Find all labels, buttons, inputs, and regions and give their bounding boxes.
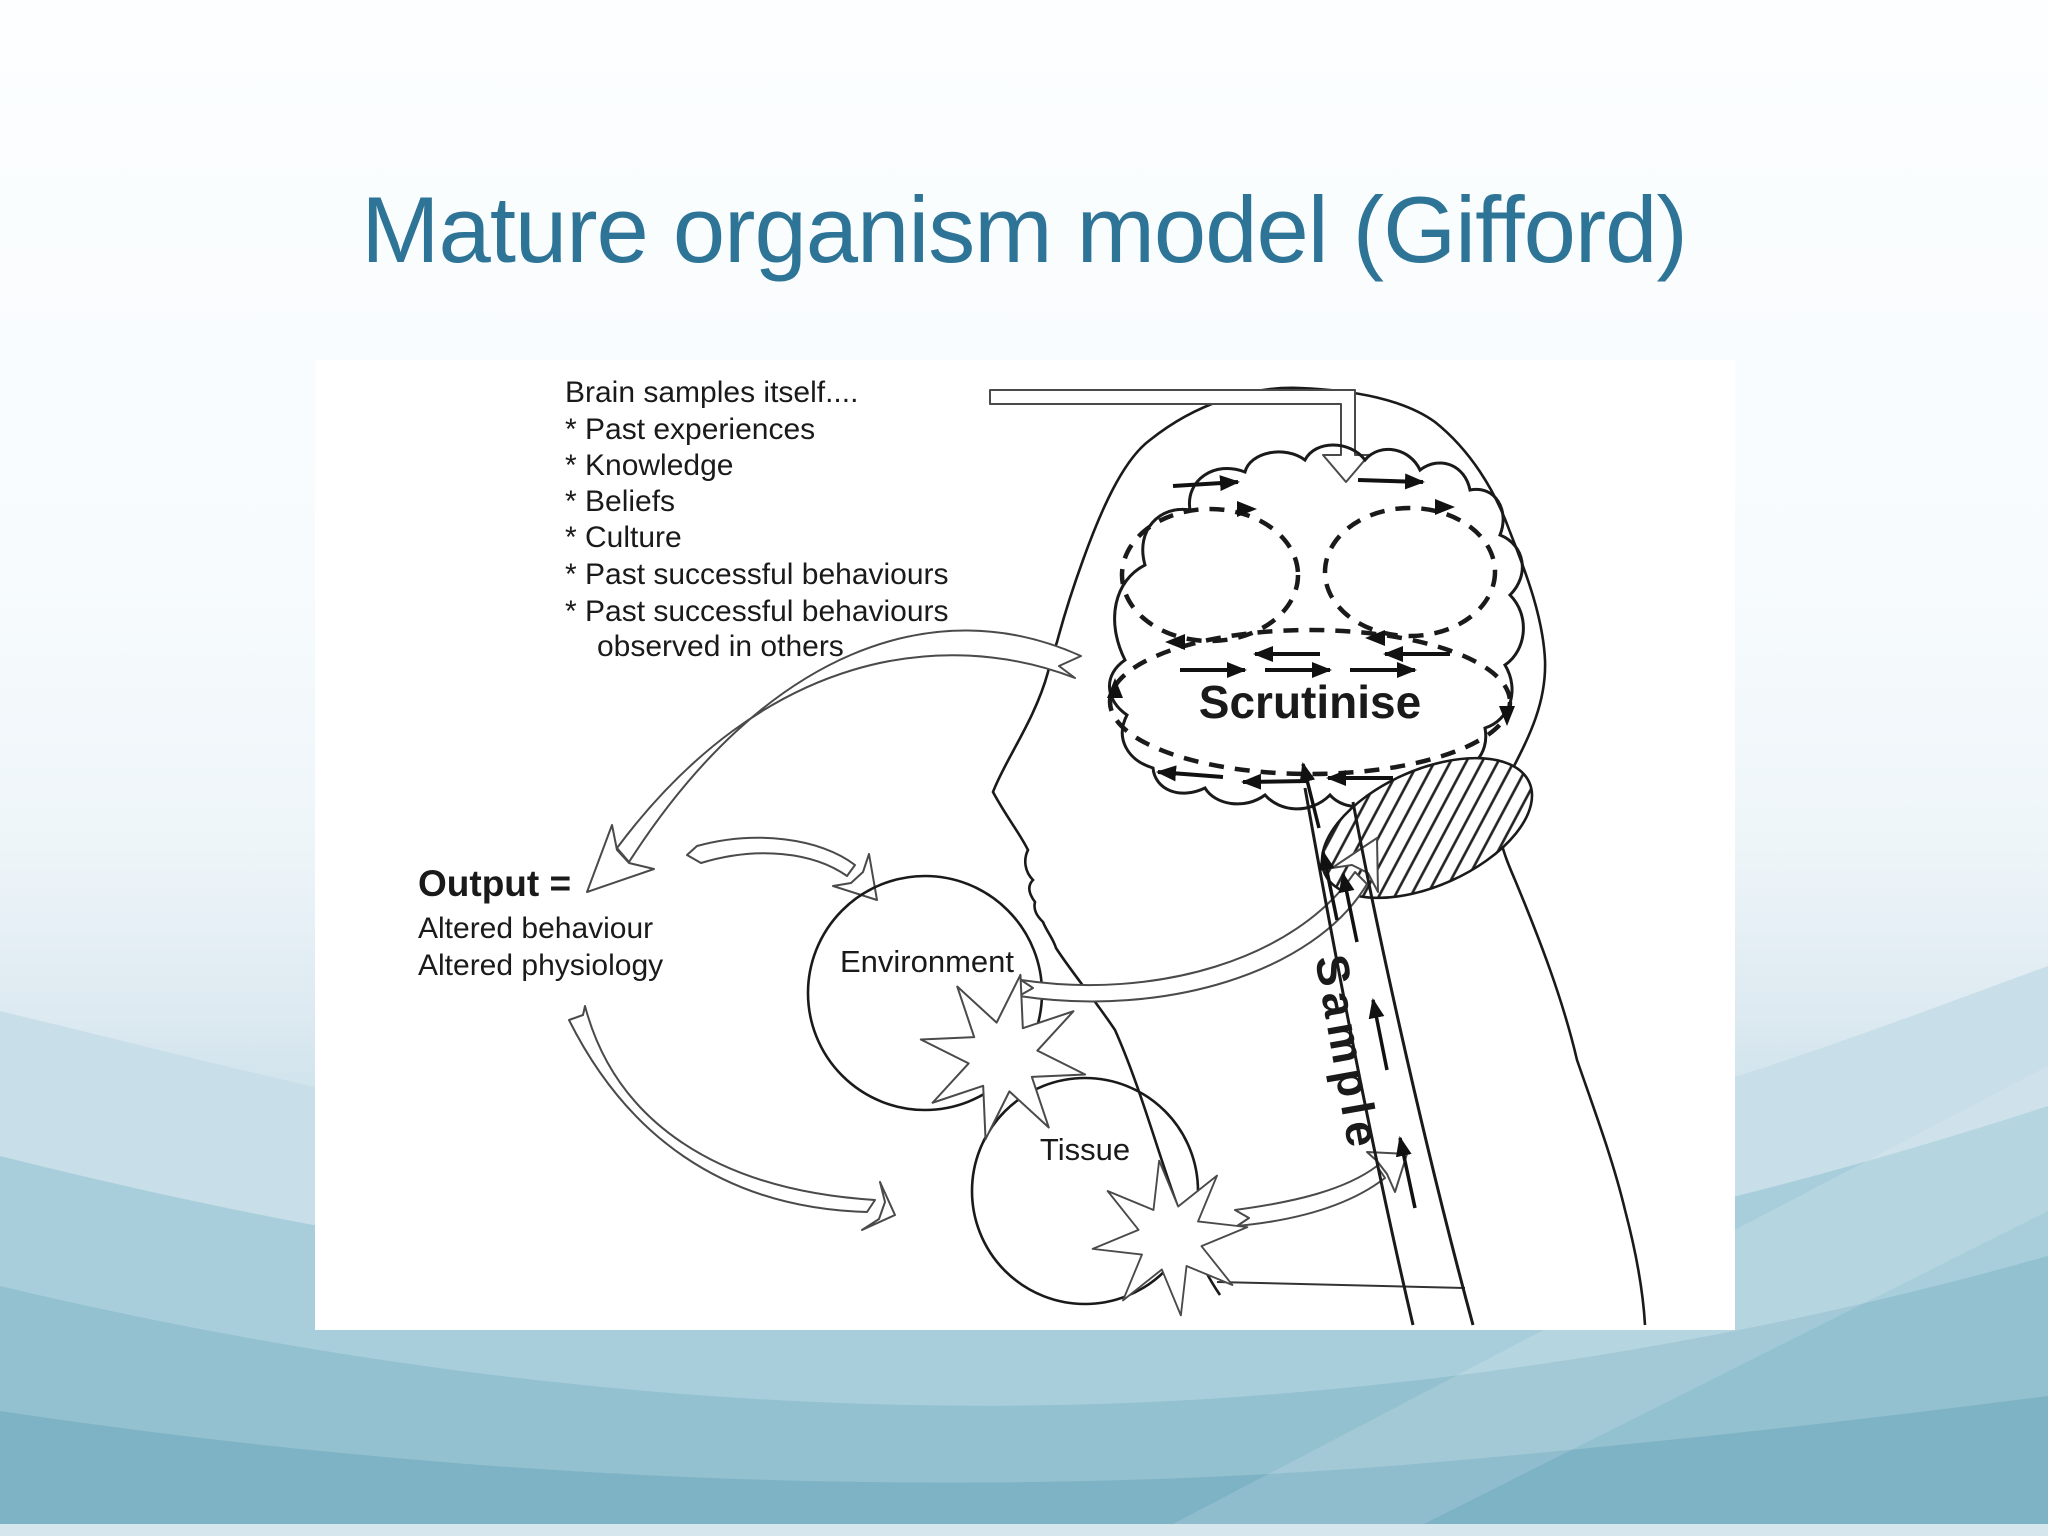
output-line: Altered behaviour: [418, 912, 653, 945]
environment-burst-star: [919, 973, 1087, 1141]
spinal-cord-up-arrows: [1299, 762, 1417, 1209]
note-line: * Past successful behaviours: [565, 558, 949, 591]
arrow-brain-to-output: [586, 629, 1082, 893]
arrow-tissue-to-cord: [1234, 1151, 1408, 1227]
note-line: Brain samples itself....: [565, 376, 858, 409]
output-heading: Output =: [418, 863, 571, 904]
wave-bottom-strip: [0, 1524, 2048, 1536]
page-title: Mature organism model (Gifford): [361, 177, 1688, 282]
brain-notes-block: Brain samples itself.... * Past experien…: [565, 376, 949, 663]
note-line: observed in others: [597, 630, 844, 663]
sample-label: Sample: [1305, 951, 1391, 1157]
spinal-cord: [1303, 787, 1475, 1326]
output-block: Output = Altered behaviour Altered physi…: [418, 863, 663, 982]
note-line: * Beliefs: [565, 485, 675, 518]
diagram-panel: Brain samples itself.... * Past experien…: [315, 360, 1735, 1330]
figure-bottom-edge: [1216, 1281, 1466, 1289]
tissue-burst-star: [1091, 1159, 1249, 1317]
scrutinise-label: Scrutinise: [1199, 676, 1421, 728]
brain-outline: [1108, 443, 1525, 811]
note-line: * Past experiences: [565, 413, 815, 446]
tissue-label: Tissue: [1040, 1132, 1130, 1167]
environment-label: Environment: [840, 944, 1014, 979]
note-line: * Past successful behaviours: [565, 595, 949, 628]
brain-flow-loops: [1107, 505, 1513, 777]
arrow-output-to-tissue: [568, 1005, 896, 1231]
brain-loop-arrowheads: [1107, 499, 1515, 726]
brain-flow-arrows: [1156, 473, 1450, 790]
wave-shape-4: [0, 1396, 2048, 1536]
output-line: Altered physiology: [418, 949, 663, 982]
gifford-diagram: Brain samples itself.... * Past experien…: [418, 376, 1647, 1326]
note-line: * Knowledge: [565, 449, 733, 482]
arrow-environment-to-cord: [1018, 837, 1379, 1003]
note-line: * Culture: [565, 521, 682, 554]
notes-to-brain-connector-arrow: [989, 389, 1370, 483]
head-profile-outline: [991, 386, 1647, 1326]
arrow-output-to-environment: [686, 836, 878, 901]
